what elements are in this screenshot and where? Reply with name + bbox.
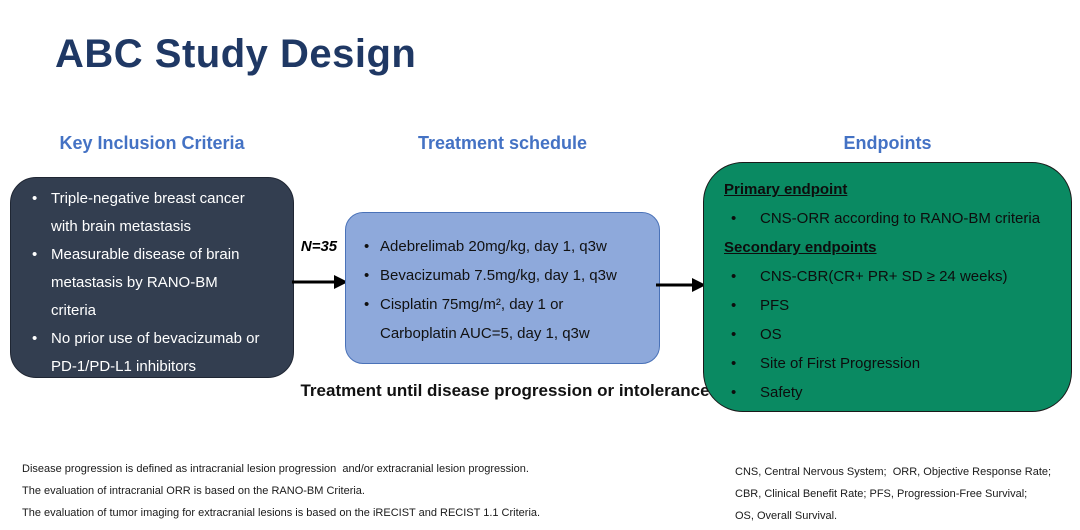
flow-arrow-icon	[292, 275, 348, 289]
primary-endpoint-heading: Primary endpoint	[724, 181, 848, 198]
treatment-bullet: Adebrelimab 20mg/kg, day 1, q3w	[358, 232, 651, 261]
treatment-duration-caption: Treatment until disease progression or i…	[300, 381, 710, 400]
treatment-bullet: Cisplatin 75mg/m², day 1 or Carboplatin …	[358, 290, 651, 348]
footnote-line: OS, Overall Survival.	[735, 510, 838, 522]
footnote-line: CBR, Clinical Benefit Rate; PFS, Progres…	[735, 488, 1028, 500]
abbreviations-footnotes: CNS, Central Nervous System; ORR, Object…	[735, 461, 1075, 527]
secondary-endpoint-bullet: Safety	[724, 378, 1063, 407]
inclusion-bullet: Triple-negative breast cancer with brain…	[25, 185, 283, 241]
treatment-column-header: Treatment schedule	[417, 133, 588, 153]
footnote-line: Disease progression is defined as intrac…	[22, 463, 529, 475]
inclusion-bullet: Measurable disease of brain metastasis b…	[25, 241, 283, 325]
flow-arrow-icon	[656, 278, 706, 292]
secondary-endpoint-bullet: OS	[724, 320, 1063, 349]
sample-size-label: N=35	[300, 238, 338, 255]
secondary-endpoint-bullet: CNS-CBR(CR+ PR+ SD ≥ 24 weeks)	[724, 262, 1063, 291]
definitions-footnotes: Disease progression is defined as intrac…	[22, 458, 622, 524]
treatment-schedule-box: Adebrelimab 20mg/kg, day 1, q3w Bevacizu…	[345, 212, 660, 364]
secondary-endpoint-bullet: Site of First Progression	[724, 349, 1063, 378]
footnote-line: The evaluation of tumor imaging for extr…	[22, 507, 541, 519]
primary-endpoint-bullet: CNS-ORR according to RANO-BM criteria	[724, 204, 1063, 233]
page-title: ABC Study Design	[55, 32, 417, 76]
endpoints-box: Primary endpoint CNS-ORR according to RA…	[703, 162, 1072, 412]
treatment-bullet: Bevacizumab 7.5mg/kg, day 1, q3w	[358, 261, 651, 290]
secondary-endpoints-heading: Secondary endpoints	[724, 239, 877, 256]
inclusion-bullet: No prior use of bevacizumab or PD-1/PD-L…	[25, 325, 283, 381]
endpoints-column-header: Endpoints	[843, 133, 932, 153]
footnote-line: The evaluation of intracranial ORR is ba…	[22, 485, 365, 497]
inclusion-criteria-box: Triple-negative breast cancer with brain…	[10, 177, 294, 378]
secondary-endpoint-bullet: PFS	[724, 291, 1063, 320]
inclusion-column-header: Key Inclusion Criteria	[59, 133, 245, 153]
footnote-line: CNS, Central Nervous System; ORR, Object…	[735, 466, 1052, 478]
